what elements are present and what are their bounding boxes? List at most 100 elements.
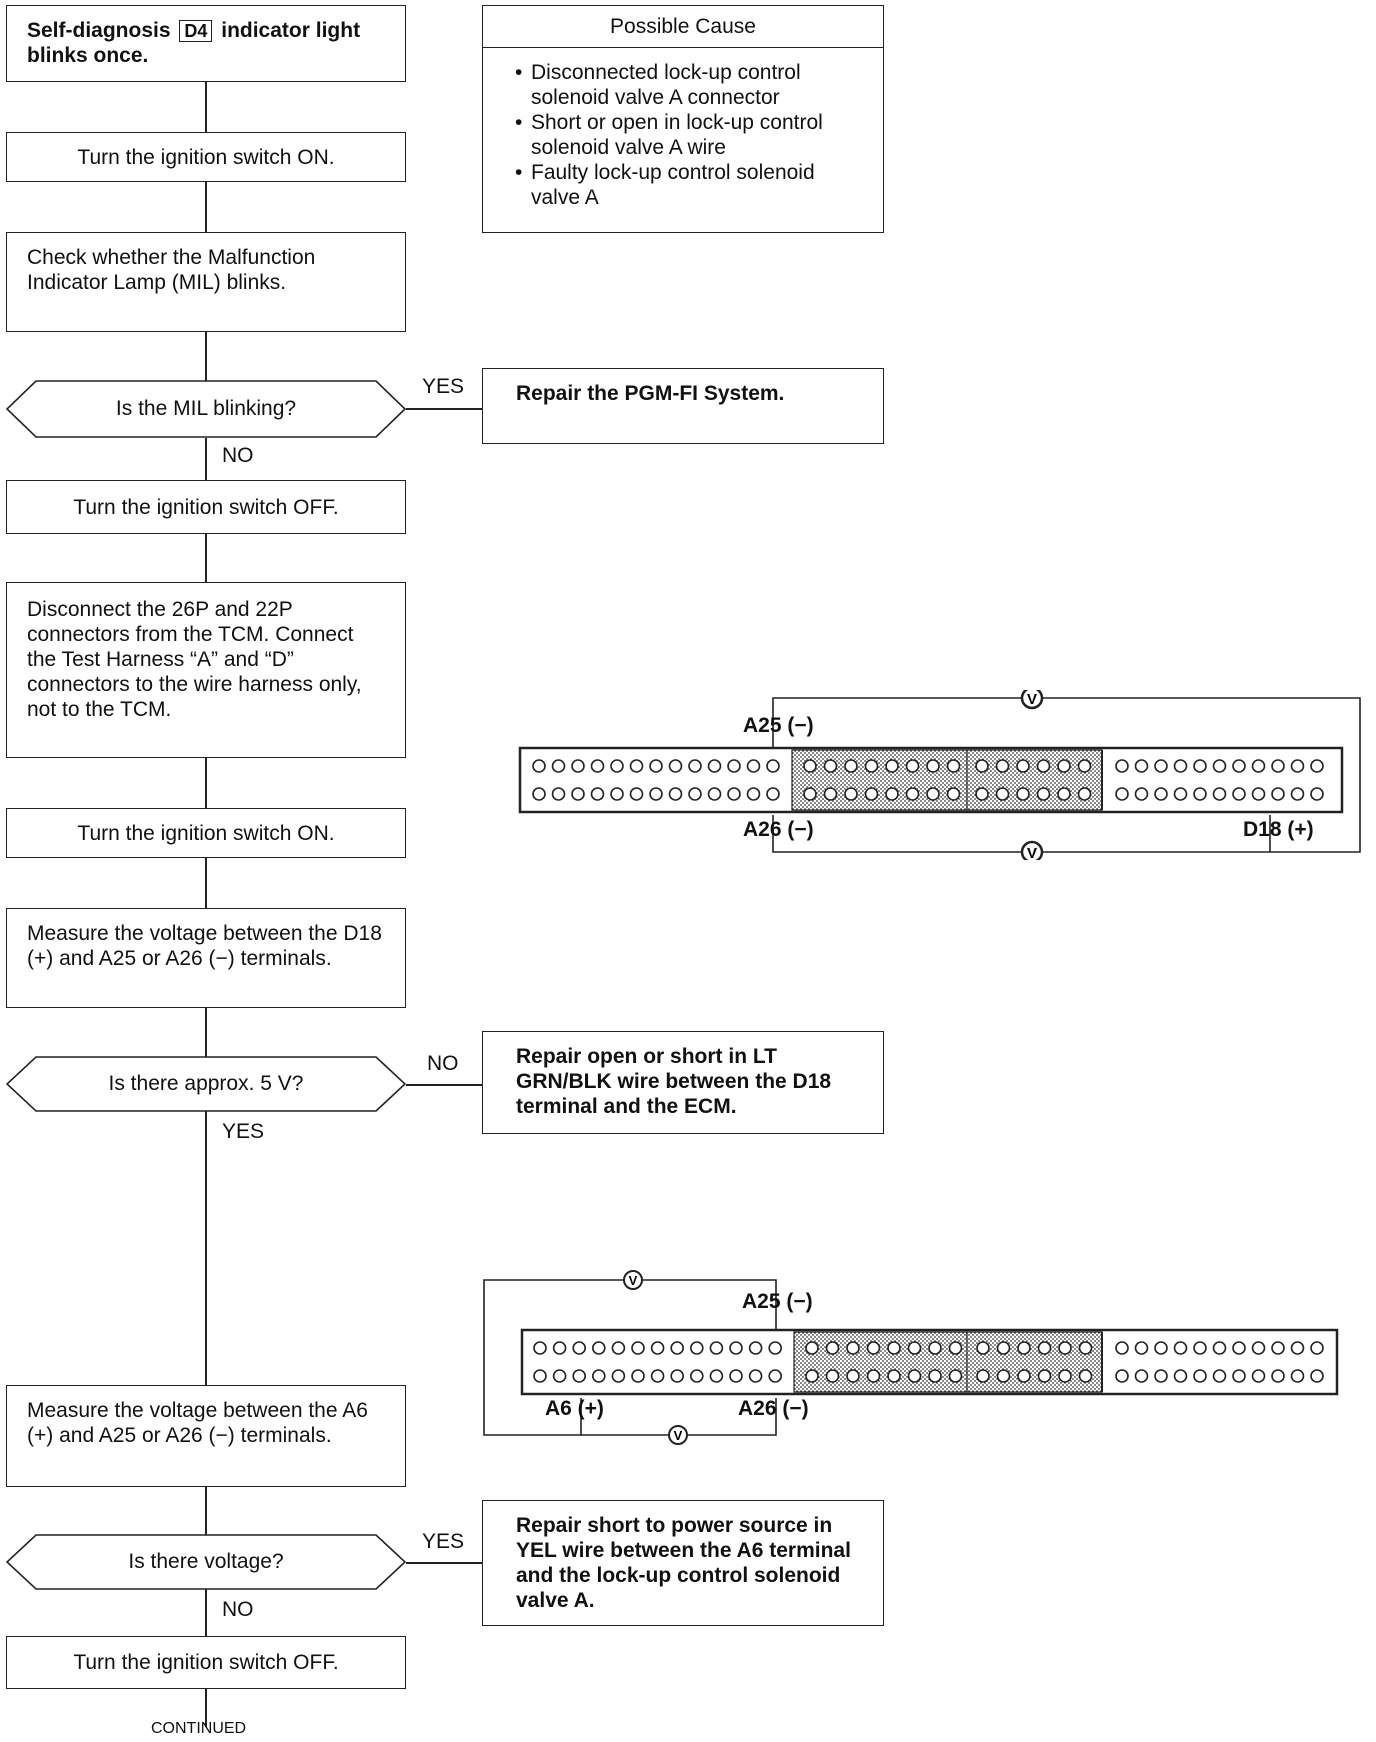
connector-pin [1193, 1369, 1207, 1383]
voltmeter-icon [668, 1425, 688, 1445]
connector-pin [1173, 1341, 1188, 1355]
cause-item: Faulty lock-up control solenoid valve A [513, 160, 855, 210]
connector-pin [590, 759, 605, 773]
step-text: Turn the ignition switch OFF. [73, 1651, 339, 1674]
connector-pin [805, 1341, 819, 1355]
connector-pin [631, 1341, 645, 1355]
connector-pin [532, 787, 546, 801]
connector-pin [803, 787, 817, 801]
connector-pin [928, 1341, 942, 1355]
connector-pin [649, 787, 663, 801]
self-diagnosis-suffix: indicator light [221, 19, 361, 42]
connector-pin [996, 1369, 1011, 1383]
connector-pin [533, 1369, 547, 1383]
connector-pin [905, 787, 920, 801]
flow-line [205, 1487, 207, 1537]
decision-shape [6, 380, 406, 438]
meter-lead [581, 1398, 777, 1436]
connector-pin [746, 787, 761, 801]
connector-pin [766, 787, 780, 801]
connector-pin [1134, 1341, 1149, 1355]
connector-pin [864, 787, 879, 801]
step-self-diagnosis: Self-diagnosis D4 indicator light blinks… [6, 5, 406, 82]
connector-pin [946, 787, 961, 801]
connector-pin [866, 1341, 881, 1355]
connector-pin [709, 1369, 724, 1383]
voltmeter-icon [1020, 690, 1044, 710]
connector-pin [690, 1341, 704, 1355]
connector-pin [668, 759, 683, 773]
voltmeter-icon [1020, 840, 1044, 860]
step-measure-a6: Measure the voltage between the A6 (+) a… [6, 1385, 406, 1487]
connector-pin [1173, 1369, 1188, 1383]
connector-pin [975, 759, 989, 773]
connector-pin [650, 1341, 665, 1355]
connector-pin [1173, 787, 1188, 801]
cause-item: Short or open in lock-up control solenoi… [513, 110, 855, 160]
connector-pin [823, 759, 838, 773]
connector-pin [1290, 1341, 1305, 1355]
flow-line [205, 858, 207, 908]
self-diagnosis-prefix: Self-diagnosis [27, 19, 171, 42]
connector-pin [1251, 1341, 1266, 1355]
step-text: Check whether the Malfunction Indicator … [27, 246, 316, 294]
connector-pin [707, 787, 722, 801]
pin-rows [532, 759, 1324, 801]
flow-line [205, 1587, 207, 1639]
connector-pin [1115, 1341, 1129, 1355]
connector-pin [768, 1369, 783, 1383]
connector-pin [885, 787, 899, 801]
connector-pin [629, 759, 644, 773]
repair-text: Repair the PGM-FI System. [516, 382, 785, 405]
connector-pin [1077, 787, 1092, 801]
connector-pin [766, 759, 780, 773]
voltmeter-label: V [674, 1428, 683, 1443]
connector-pin [1036, 787, 1051, 801]
connector-pin [928, 1369, 942, 1383]
answer-yes: YES [222, 1120, 265, 1143]
connector-pin [1193, 759, 1207, 773]
connector-pin [709, 1341, 724, 1355]
connector-pin [846, 1341, 860, 1355]
connector-pin [631, 1369, 645, 1383]
connector-pin [1290, 1369, 1305, 1383]
flow-line [205, 534, 207, 582]
terminal-a26-label: A26 (−) [738, 1397, 809, 1420]
connector-pin [533, 1341, 547, 1355]
decision-text: Is the MIL blinking? [115, 397, 297, 420]
answer-no: NO [222, 1598, 254, 1621]
connector-shaded-section [791, 749, 968, 811]
connector-pin [1154, 787, 1168, 801]
connector-pin [823, 787, 838, 801]
connector-pin [996, 1341, 1011, 1355]
connector-pin [1232, 759, 1246, 773]
cause-item: Disconnected lock-up control solenoid va… [513, 60, 855, 110]
connector-pin [551, 759, 566, 773]
connector-pin [729, 1341, 743, 1355]
connector-pin [1017, 1341, 1031, 1355]
connector-diagram-a6: V V [483, 1270, 1339, 1445]
connector-pin [670, 1341, 684, 1355]
step-text: Measure the voltage between the D18 (+) … [27, 922, 382, 970]
terminal-a25-label: A25 (−) [743, 714, 814, 737]
self-diagnosis-line2: blinks once. [27, 44, 149, 67]
answer-yes: YES [422, 1530, 465, 1553]
branch-line [406, 408, 482, 410]
step-ignition-off-1: Turn the ignition switch OFF. [6, 480, 406, 534]
connector-pin [1310, 787, 1324, 801]
connector-pin [1057, 787, 1071, 801]
continued-label: CONTINUED [151, 1720, 247, 1737]
step-disconnect-connectors: Disconnect the 26P and 22P connectors fr… [6, 582, 406, 758]
connector-pin [610, 787, 624, 801]
connector-pin [1037, 1369, 1052, 1383]
flow-line [205, 758, 207, 808]
step-ignition-on-1: Turn the ignition switch ON. [6, 132, 406, 182]
answer-no: NO [222, 444, 254, 467]
step-text: Disconnect the 26P and 22P connectors fr… [27, 598, 362, 721]
connector-pin [1058, 1341, 1072, 1355]
connector-shaded-section [966, 749, 1103, 811]
connector-pin [748, 1341, 763, 1355]
branch-line [406, 1084, 482, 1086]
voltmeter-label: V [629, 1273, 638, 1288]
connector-pin [887, 1369, 901, 1383]
